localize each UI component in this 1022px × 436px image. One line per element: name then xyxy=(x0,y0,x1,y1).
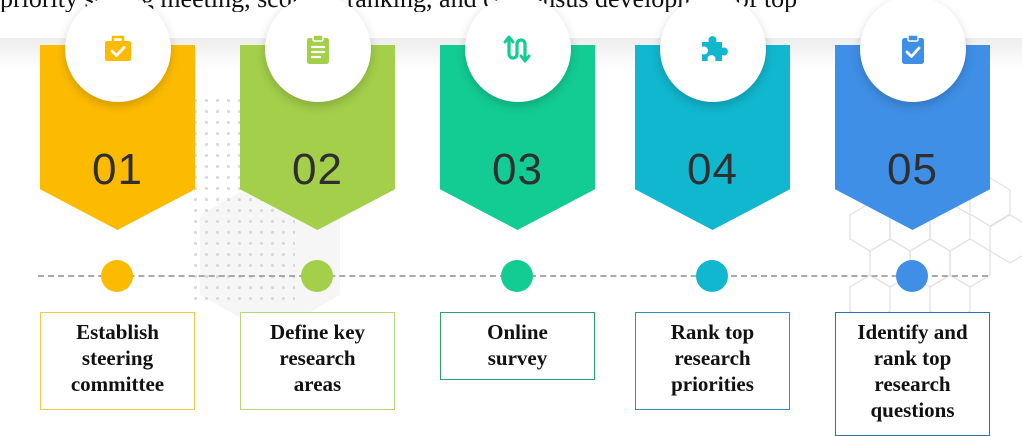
step-3: 03 Online survey xyxy=(440,0,595,435)
step-1-number: 01 xyxy=(92,145,143,194)
step-3-label: Online survey xyxy=(440,312,595,380)
step-4-number: 04 xyxy=(687,145,738,194)
step-4-timeline-dot xyxy=(696,260,728,292)
step-4-label: Rank top research priorities xyxy=(635,312,790,410)
step-2-timeline-dot xyxy=(301,260,333,292)
step-3-number: 03 xyxy=(492,145,543,194)
step-5-icon-circle xyxy=(860,0,966,102)
step-2-icon-circle xyxy=(265,0,371,102)
step-1: 01 Establish steering committee xyxy=(40,0,195,435)
puzzle-piece-icon xyxy=(702,36,728,61)
step-5: 05 Identify and rank top research questi… xyxy=(835,0,990,436)
step-2-number: 02 xyxy=(292,145,343,194)
clipboard-list-icon xyxy=(307,34,329,64)
briefcase-check-icon xyxy=(105,35,131,61)
step-1-timeline-dot xyxy=(101,260,133,292)
step-5-label: Identify and rank top research questions xyxy=(835,312,990,436)
step-3-timeline-dot xyxy=(501,260,533,292)
step-1-icon-circle xyxy=(65,0,171,102)
step-2-label: Define key research areas xyxy=(240,312,395,410)
step-4: 04 Rank top research priorities xyxy=(635,0,790,435)
step-3-icon-circle xyxy=(465,0,571,102)
step-2: 02 Define key research areas xyxy=(240,0,395,435)
step-4-icon-circle xyxy=(660,0,766,102)
clipboard-check-icon xyxy=(902,34,924,64)
step-5-number: 05 xyxy=(887,145,938,194)
exchange-arrows-icon xyxy=(503,35,531,63)
step-5-timeline-dot xyxy=(896,260,928,292)
header-text: priority setting meeting, scoring, ranki… xyxy=(0,0,1022,12)
step-1-label: Establish steering committee xyxy=(40,312,195,410)
